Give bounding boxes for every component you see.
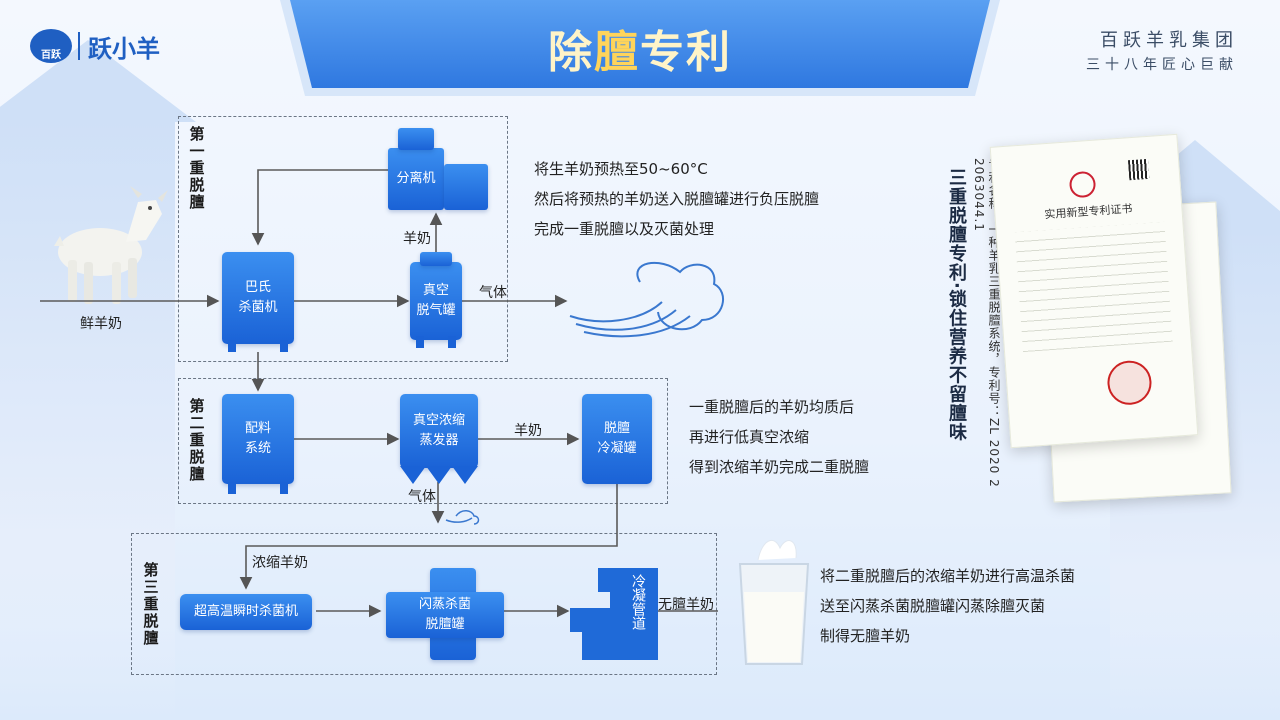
title-part3: 专利: [640, 27, 732, 78]
note-line: 将生羊奶预热至50~60°C: [534, 160, 708, 178]
vacuum-evaporator: 真空浓缩 蒸发器: [400, 394, 478, 468]
brand-divider: [78, 32, 80, 60]
vacuum-degas-label-2: 脱气罐: [416, 303, 456, 318]
odorless-milk-label: 无膻羊奶: [658, 597, 714, 613]
pasteurizer-label-1: 巴氏: [244, 280, 271, 295]
gas-label-1: 气体: [479, 285, 507, 301]
stage-1-box: [178, 116, 508, 362]
certificate-seal: [1106, 359, 1153, 407]
pasteurizer-label-2: 杀菌机: [238, 300, 278, 315]
gas-label-2: 气体: [408, 489, 436, 505]
milk-glass-image: [738, 539, 810, 665]
group-slogan: 百跃羊乳集团 三十八年匠心巨献: [1086, 26, 1238, 74]
vacuum-degassing-tank: 真空 脱气罐: [410, 262, 462, 340]
note-line: 然后将预热的羊奶送入脱膻罐进行负压脱膻: [534, 190, 820, 208]
certificate-title: 实用新型专利证书: [1044, 202, 1133, 222]
stage-2-label: 第二重脱膻: [189, 397, 205, 483]
stage-1-notes: 将生羊奶预热至50~60°C 然后将预热的羊奶送入脱膻罐进行负压脱膻 完成一重脱…: [534, 154, 819, 244]
batching-leg: [228, 482, 236, 494]
goat-milk-label-1: 羊奶: [403, 231, 431, 247]
separator-machine: 分离机: [388, 148, 444, 210]
pasteurizer: 巴氏 杀菌机: [222, 252, 294, 344]
evaporator-label-2: 蒸发器: [419, 433, 459, 448]
flash-sterilization-tank: 闪蒸杀菌 脱膻罐: [386, 592, 504, 638]
stage-2-box: [178, 378, 668, 504]
title-banner: 除膻专利: [280, 0, 1000, 96]
stage-1-label: 第一重脱膻: [189, 125, 205, 211]
condenser-label-2: 冷凝罐: [597, 441, 637, 456]
batching-label-1: 配料: [244, 421, 271, 436]
batching-label-2: 系统: [244, 441, 271, 456]
separator-label: 分离机: [396, 171, 436, 186]
note-line: 再进行低真空浓缩: [689, 428, 810, 446]
gas-swirl-2: [445, 510, 480, 525]
note-line: 将二重脱膻后的浓缩羊奶进行高温杀菌: [820, 567, 1076, 585]
brand-logo: 百跃 跃小羊: [30, 28, 160, 64]
title-part2: 膻: [594, 27, 640, 78]
condensing-tank: 脱膻 冷凝罐: [582, 394, 652, 484]
concentrated-milk-label: 浓缩羊奶: [252, 555, 308, 571]
vacuum-degas-leg: [448, 336, 456, 348]
group-tagline: 三十八年匠心巨献: [1086, 57, 1238, 73]
logo-icon: 百跃: [30, 29, 72, 63]
goat-milk-label-2: 羊奶: [514, 423, 542, 439]
separator-motor: [444, 164, 488, 210]
flash-label-1: 闪蒸杀菌: [418, 597, 471, 612]
title-part1: 除: [548, 27, 594, 78]
stage-2-notes: 一重脱膻后的羊奶均质后 再进行低真空浓缩 得到浓缩羊奶完成二重脱膻: [689, 392, 869, 482]
note-line: 完成一重脱膻以及灭菌处理: [534, 220, 715, 238]
certificate-qr: [1127, 158, 1150, 181]
uht-label: 超高温瞬时杀菌机: [193, 604, 298, 619]
brand-name: 跃小羊: [88, 34, 160, 63]
flash-label-2: 脱膻罐: [425, 617, 465, 632]
pasteurizer-leg: [228, 340, 236, 352]
certificate-body: [1014, 221, 1173, 353]
note-line: 制得无膻羊奶: [820, 627, 911, 645]
note-line: 一重脱膻后的羊奶均质后: [689, 398, 855, 416]
vacuum-degas-leg: [416, 336, 424, 348]
fresh-milk-label: 鲜羊奶: [80, 316, 122, 332]
stage-3-notes: 将二重脱膻后的浓缩羊奶进行高温杀菌 送至闪蒸杀菌脱膻罐闪蒸除膻灭菌 制得无膻羊奶: [820, 561, 1075, 651]
batching-leg: [280, 482, 288, 494]
evaporator-label-1: 真空浓缩: [412, 413, 465, 428]
certificate-emblem: [1068, 170, 1097, 199]
group-name: 百跃羊乳集团: [1100, 30, 1238, 51]
cooling-pipe: [570, 568, 658, 660]
certificate-heading: 三重脱膻专利·锁住营养不留膻味: [946, 168, 967, 442]
separator-top: [398, 128, 434, 150]
gas-swirl-1: [569, 261, 724, 338]
goat-image: [54, 186, 168, 304]
logo-text: 百跃: [41, 46, 61, 61]
stage-3-label: 第三重脱膻: [143, 561, 159, 647]
evaporator-cones: [400, 466, 478, 484]
cooling-pipe-label: 冷凝管道: [630, 574, 646, 630]
note-line: 得到浓缩羊奶完成二重脱膻: [689, 458, 870, 476]
batching-system: 配料 系统: [222, 394, 294, 484]
condenser-label-1: 脱膻: [603, 421, 630, 436]
vacuum-degas-cap: [420, 252, 452, 266]
certificate-front: 实用新型专利证书: [989, 133, 1199, 449]
uht-sterilizer: 超高温瞬时杀菌机: [180, 594, 312, 630]
stage-3-box: [131, 533, 717, 675]
pasteurizer-leg: [280, 340, 288, 352]
page-title: 除膻专利: [280, 16, 1000, 80]
vacuum-degas-label-1: 真空: [422, 283, 449, 298]
note-line: 送至闪蒸杀菌脱膻罐闪蒸除膻灭菌: [820, 597, 1046, 615]
